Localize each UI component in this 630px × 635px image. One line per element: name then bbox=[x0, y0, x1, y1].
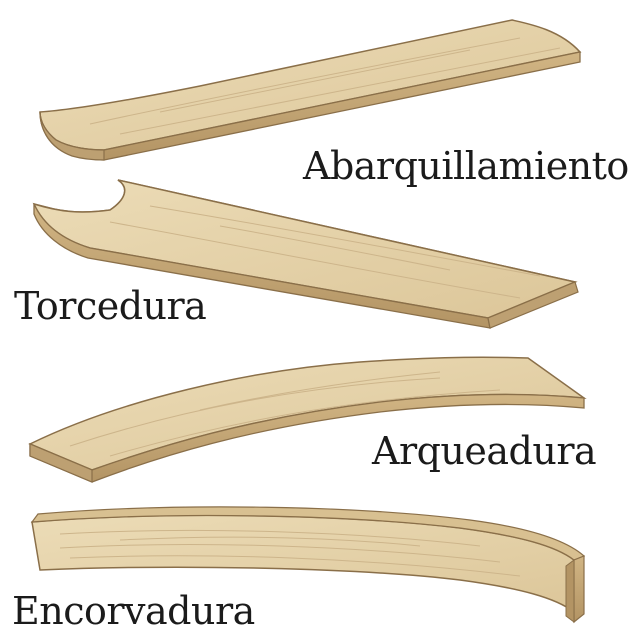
board-bow-end bbox=[574, 556, 584, 622]
label-cupping: Abarquillamiento bbox=[303, 147, 629, 185]
label-crook: Arqueadura bbox=[372, 432, 596, 470]
board-bow-end-cap bbox=[566, 560, 574, 622]
label-twist: Torcedura bbox=[14, 287, 206, 325]
board-cupping bbox=[40, 20, 580, 160]
label-bow: Encorvadura bbox=[12, 592, 255, 630]
board-cupping-face bbox=[40, 20, 580, 150]
